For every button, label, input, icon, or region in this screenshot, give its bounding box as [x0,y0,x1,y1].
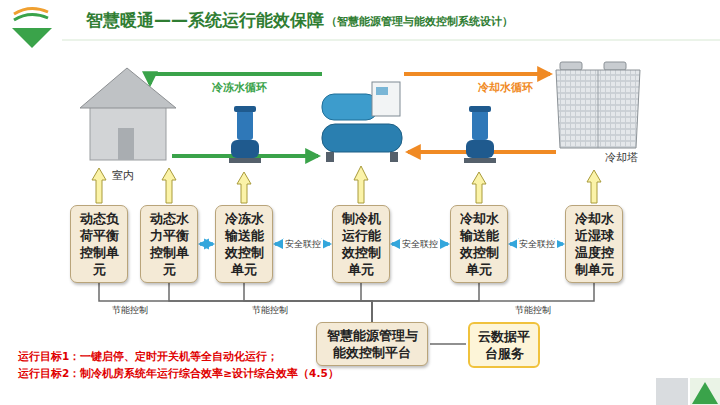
house [80,68,176,160]
diagram-label: 节能控制 [112,304,148,317]
subtitle: （智慧能源管理与能效控制系统设计） [326,14,513,29]
edge-label: 安全联控 [517,239,557,250]
diagram-label: 冷却水循环 [478,80,533,95]
goal-note: 运行目标2：制冷机房系统年运行综合效率≥设计综合效率（4.5） [18,367,339,381]
cloud-service-box: 云数据平台服务 [468,322,540,368]
connector [99,283,372,322]
control-unit-box: 冷却水输送能效控制单元 [450,205,508,283]
connector [430,343,466,345]
connector [200,242,213,246]
platform-box: 智慧能源管理与能效控制平台 [316,322,428,366]
cooling-tower [556,62,640,148]
control-arrows [92,166,601,203]
cooling-water-supply [404,72,550,76]
node-text: 冷却水近湿球温度控制单元 [569,210,619,278]
node-text: 冷却水输送能效控制单元 [454,210,504,278]
connector [169,283,372,322]
control-unit-box: 动态负荷平衡控制单元 [70,205,128,283]
diagram-label: 冷却塔 [605,150,638,165]
node-text: 冷冻水输送能效控制单元 [219,210,269,278]
node-text: 云数据平台服务 [478,328,530,362]
diagram-label: 冷冻水循环 [212,80,267,95]
slide-title: 智慧暖通——系统运行能效保障 [86,9,324,32]
connector [372,283,479,322]
header-rule [62,40,720,41]
corner-mark [656,378,720,405]
connector [244,283,372,322]
edge-label: 安全联控 [400,239,440,250]
chiller [322,82,402,162]
control-unit-box: 冷却水近湿球温度控制单元 [565,205,623,283]
node-text: 动态负荷平衡控制单元 [74,210,124,278]
diagram-label: 节能控制 [515,304,551,317]
diagram-label: 室内 [112,168,134,183]
node-text: 制冷机运行能效控制单元 [336,210,386,278]
diagram-label: 节能控制 [252,304,288,317]
connector [372,283,594,322]
control-unit-box: 制冷机运行能效控制单元 [332,205,390,283]
control-unit-box: 冷冻水输送能效控制单元 [215,205,273,283]
pump [464,106,496,163]
node-text: 智慧能源管理与能效控制平台 [325,327,419,361]
goal-note: 运行目标1：一键启停、定时开关机等全自动化运行； [18,350,278,364]
node-text: 动态水力平衡控制单元 [144,210,194,278]
logo [0,0,62,52]
edge-label: 安全联控 [283,239,323,250]
pump [229,106,261,163]
control-unit-box: 动态水力平衡控制单元 [140,205,198,283]
connector [361,283,372,322]
